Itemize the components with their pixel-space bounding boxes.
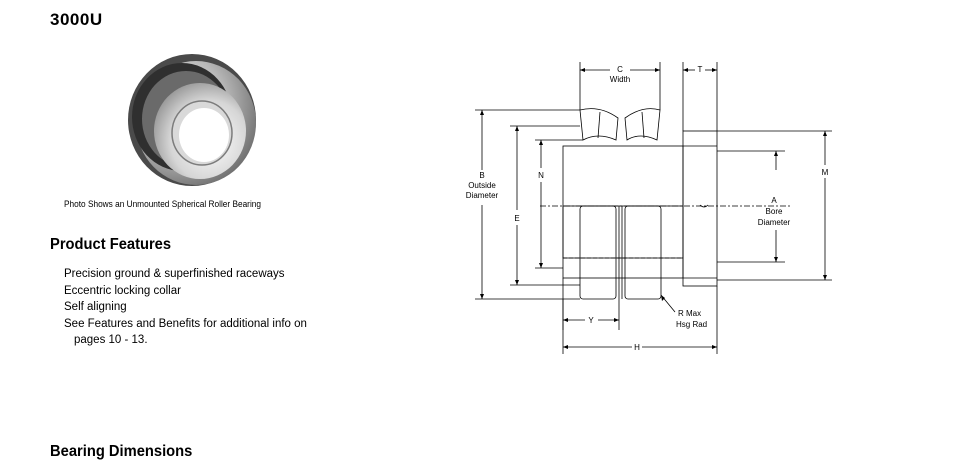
label-h: H (634, 343, 640, 352)
bearing-photo (128, 54, 256, 186)
label-bore-diameter: Diameter (758, 218, 791, 227)
label-t: T (698, 65, 703, 74)
feature-item: Precision ground & superfinished raceway… (64, 268, 285, 280)
label-b: B (479, 171, 484, 180)
label-y: Y (588, 316, 594, 325)
feature-item-continuation: pages 10 - 13. (74, 334, 148, 346)
label-a: A (771, 196, 777, 205)
feature-item: Eccentric locking collar (64, 284, 181, 297)
roller-right (624, 205, 662, 300)
feature-item: See Features and Benefits for additional… (64, 317, 307, 330)
roller-left (579, 205, 617, 300)
features-list: Precision ground & superfinished raceway… (64, 266, 307, 349)
label-bore: Bore (766, 207, 783, 216)
dimensions-heading: Bearing Dimensions (50, 443, 193, 460)
label-outside-diameter: Diameter (466, 191, 499, 200)
label-outside: Outside (468, 181, 496, 190)
feature-item: Self aligning (64, 301, 127, 313)
housing-flange (682, 130, 718, 287)
label-e: E (514, 214, 519, 223)
photo-caption: Photo Shows an Unmounted Spherical Rolle… (64, 199, 261, 209)
features-heading: Product Features (50, 236, 172, 253)
label-n: N (538, 171, 544, 180)
label-hsg-rad: Hsg Rad (676, 320, 707, 329)
bearing-dimension-diagram: C Width T B Outside Diameter N E A Bore … (466, 62, 832, 354)
label-width: Width (610, 75, 630, 84)
label-r-max: R Max (678, 309, 701, 318)
label-c: C (617, 65, 623, 74)
model-title: 3000U (50, 10, 103, 29)
label-m: M (822, 168, 829, 177)
